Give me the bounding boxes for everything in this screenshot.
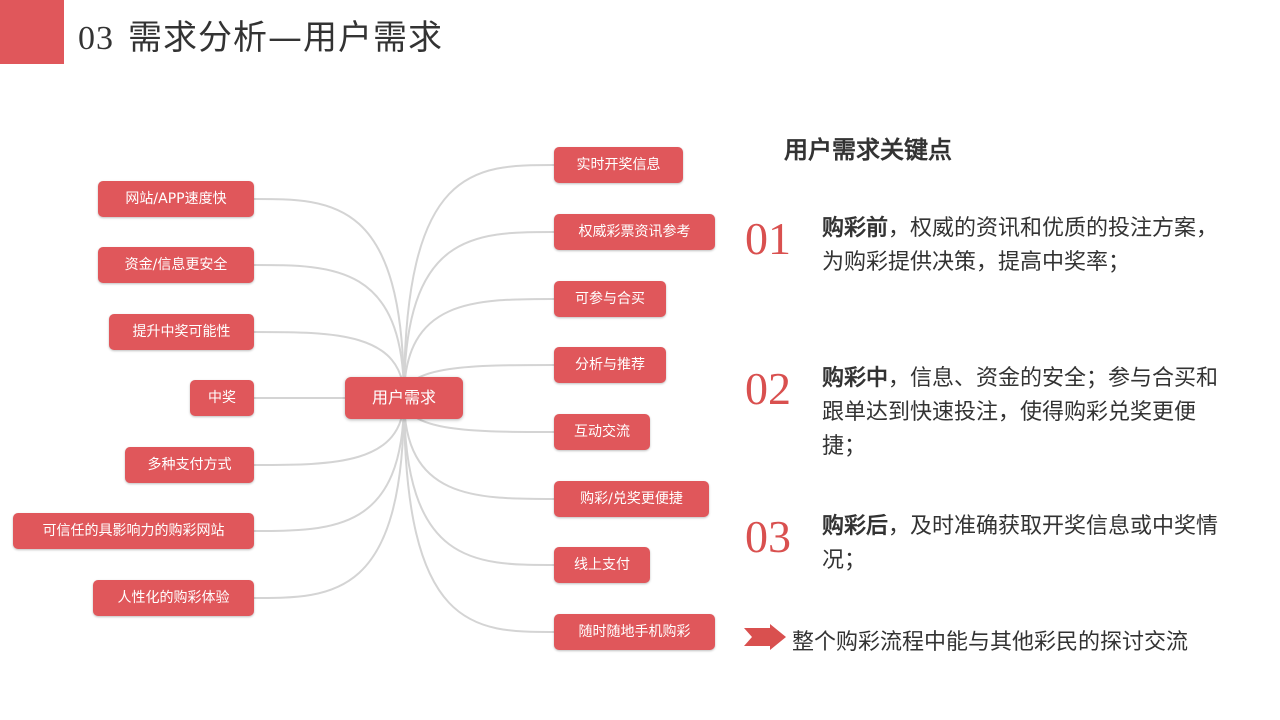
key-point-number: 01: [745, 213, 791, 264]
key-point-body: ，信息、资金的安全；参与合买和跟单达到快速投注，使得购彩兑奖更便捷；: [822, 366, 1219, 459]
arrow-right-icon: [744, 624, 786, 650]
key-point-number: 02: [745, 363, 791, 414]
right-node-online-payment: 线上支付: [554, 547, 650, 583]
mindmap-link: [403, 397, 555, 500]
page-title: 03 需求分析—用户需求: [78, 10, 443, 59]
key-point-lead: 购彩前: [822, 216, 889, 241]
left-node-win-chance: 提升中奖可能性: [109, 314, 254, 350]
mindmap-link: [403, 397, 555, 566]
right-node-authoritative-info: 权威彩票资讯参考: [554, 214, 715, 250]
section-title: 需求分析—用户需求: [128, 18, 443, 58]
key-point-number: 03: [745, 511, 791, 562]
left-node-payment-methods: 多种支付方式: [125, 447, 254, 483]
mindmap-link: [253, 397, 405, 466]
mindmap-link: [253, 198, 405, 399]
left-node-trusted-site: 可信任的具影响力的购彩网站: [13, 513, 254, 549]
mindmap-link: [403, 231, 555, 399]
right-node-interaction: 互动交流: [554, 414, 650, 450]
left-node-speed: 网站/APP速度快: [98, 181, 254, 217]
key-point-body: ，及时准确获取开奖信息或中奖情况；: [822, 514, 1219, 573]
right-node-group-buy: 可参与合买: [554, 281, 666, 317]
right-node-analysis: 分析与推荐: [554, 347, 666, 383]
right-node-live-draw: 实时开奖信息: [554, 147, 683, 183]
section-number: 03: [78, 20, 114, 57]
mindmap-link: [253, 397, 405, 532]
left-node-security: 资金/信息更安全: [98, 247, 254, 283]
footer-note: 整个购彩流程中能与其他彩民的探讨交流: [792, 630, 1189, 655]
mindmap-link: [403, 164, 555, 399]
key-point-lead: 购彩中: [822, 366, 889, 391]
mindmap-link: [253, 331, 405, 399]
mindmap-link: [253, 264, 405, 399]
right-node-convenient: 购彩/兑奖更便捷: [554, 481, 709, 517]
key-point-body: ，权威的资讯和优质的投注方案，为购彩提供决策，提高中奖率；: [822, 216, 1219, 275]
right-node-mobile: 随时随地手机购彩: [554, 614, 715, 650]
left-node-humanized-experience: 人性化的购彩体验: [93, 580, 254, 616]
key-point-text: 购彩后，及时准确获取开奖信息或中奖情况；: [822, 510, 1222, 578]
mindmap-link: [403, 298, 555, 399]
key-points-title: 用户需求关键点: [784, 136, 952, 164]
center-node: 用户需求: [345, 377, 463, 419]
left-node-win: 中奖: [190, 380, 254, 416]
key-point-text: 购彩中，信息、资金的安全；参与合买和跟单达到快速投注，使得购彩兑奖更便捷；: [822, 362, 1222, 464]
key-point-lead: 购彩后: [822, 514, 889, 539]
mindmap-link: [253, 397, 405, 599]
mindmap-link: [403, 397, 555, 633]
header-accent-block: [0, 0, 64, 64]
key-point-text: 购彩前，权威的资讯和优质的投注方案，为购彩提供决策，提高中奖率；: [822, 212, 1222, 280]
